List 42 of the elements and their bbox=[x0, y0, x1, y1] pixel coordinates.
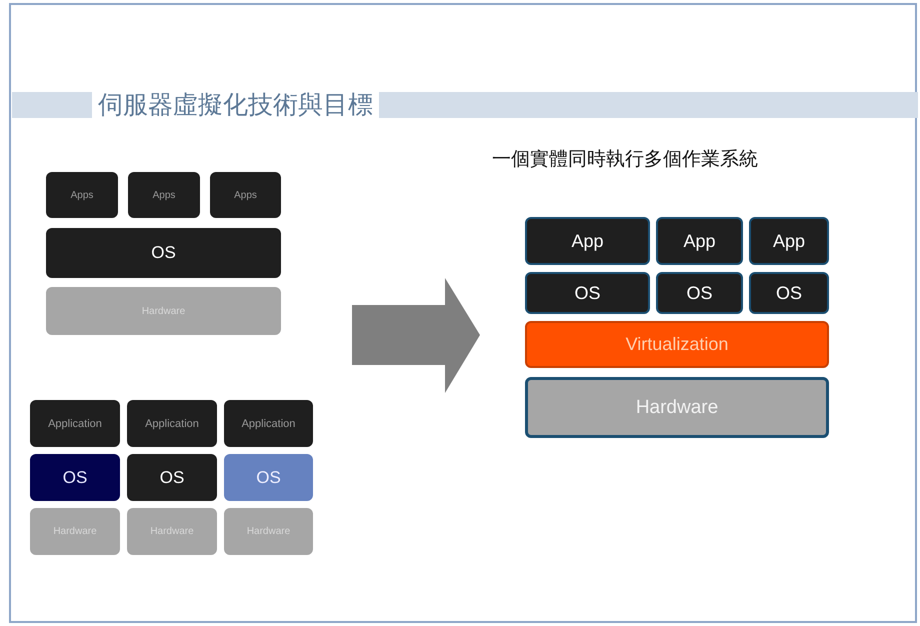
layer-box bbox=[749, 272, 829, 314]
app-layer-box bbox=[128, 172, 200, 218]
layer-label: Virtualization bbox=[626, 334, 728, 355]
layer-box bbox=[656, 217, 743, 265]
layer-label: Application bbox=[242, 418, 296, 430]
layer-box bbox=[525, 217, 650, 265]
os-layer-box bbox=[127, 454, 217, 501]
hardware-layer-box bbox=[46, 287, 281, 335]
layer-label: OS bbox=[574, 282, 600, 304]
layer-label: OS bbox=[776, 282, 802, 304]
layer-label: OS bbox=[160, 468, 184, 488]
layer-label: Hardware bbox=[636, 396, 718, 418]
os-layer-box bbox=[46, 228, 281, 278]
layer-label: OS bbox=[256, 468, 281, 488]
os-layer-box bbox=[224, 454, 313, 501]
layer-box bbox=[749, 217, 829, 265]
os-layer-box bbox=[30, 454, 120, 501]
layer-label: Apps bbox=[234, 190, 257, 200]
virtualization-layer-box bbox=[525, 321, 829, 368]
layer-label: App bbox=[772, 230, 806, 252]
app-layer-box bbox=[210, 172, 281, 218]
layer-label: OS bbox=[151, 243, 176, 263]
hardware-layer-box bbox=[127, 508, 217, 555]
layer-box bbox=[525, 272, 650, 314]
layer-label: OS bbox=[62, 468, 88, 488]
hardware-layer-box bbox=[525, 377, 829, 438]
app-layer-box bbox=[127, 400, 217, 447]
layer-label: Apps bbox=[152, 190, 176, 200]
heading-text: 一個實體同時執行多個作業系統 bbox=[492, 147, 758, 172]
app-layer-box bbox=[224, 400, 313, 447]
layer-label: App bbox=[571, 230, 604, 252]
layer-label: OS bbox=[686, 282, 712, 304]
app-layer-box bbox=[46, 172, 118, 218]
hardware-layer-box bbox=[30, 508, 120, 555]
layer-label: Application bbox=[48, 418, 102, 430]
title: 伺服器虛擬化技術與目標 bbox=[92, 90, 379, 120]
hardware-layer-box bbox=[224, 508, 313, 555]
layer-label: Application bbox=[145, 418, 199, 430]
layer-label: Apps bbox=[70, 190, 94, 200]
app-layer-box bbox=[30, 400, 120, 447]
layer-box bbox=[656, 272, 743, 314]
layer-label: App bbox=[683, 230, 716, 252]
